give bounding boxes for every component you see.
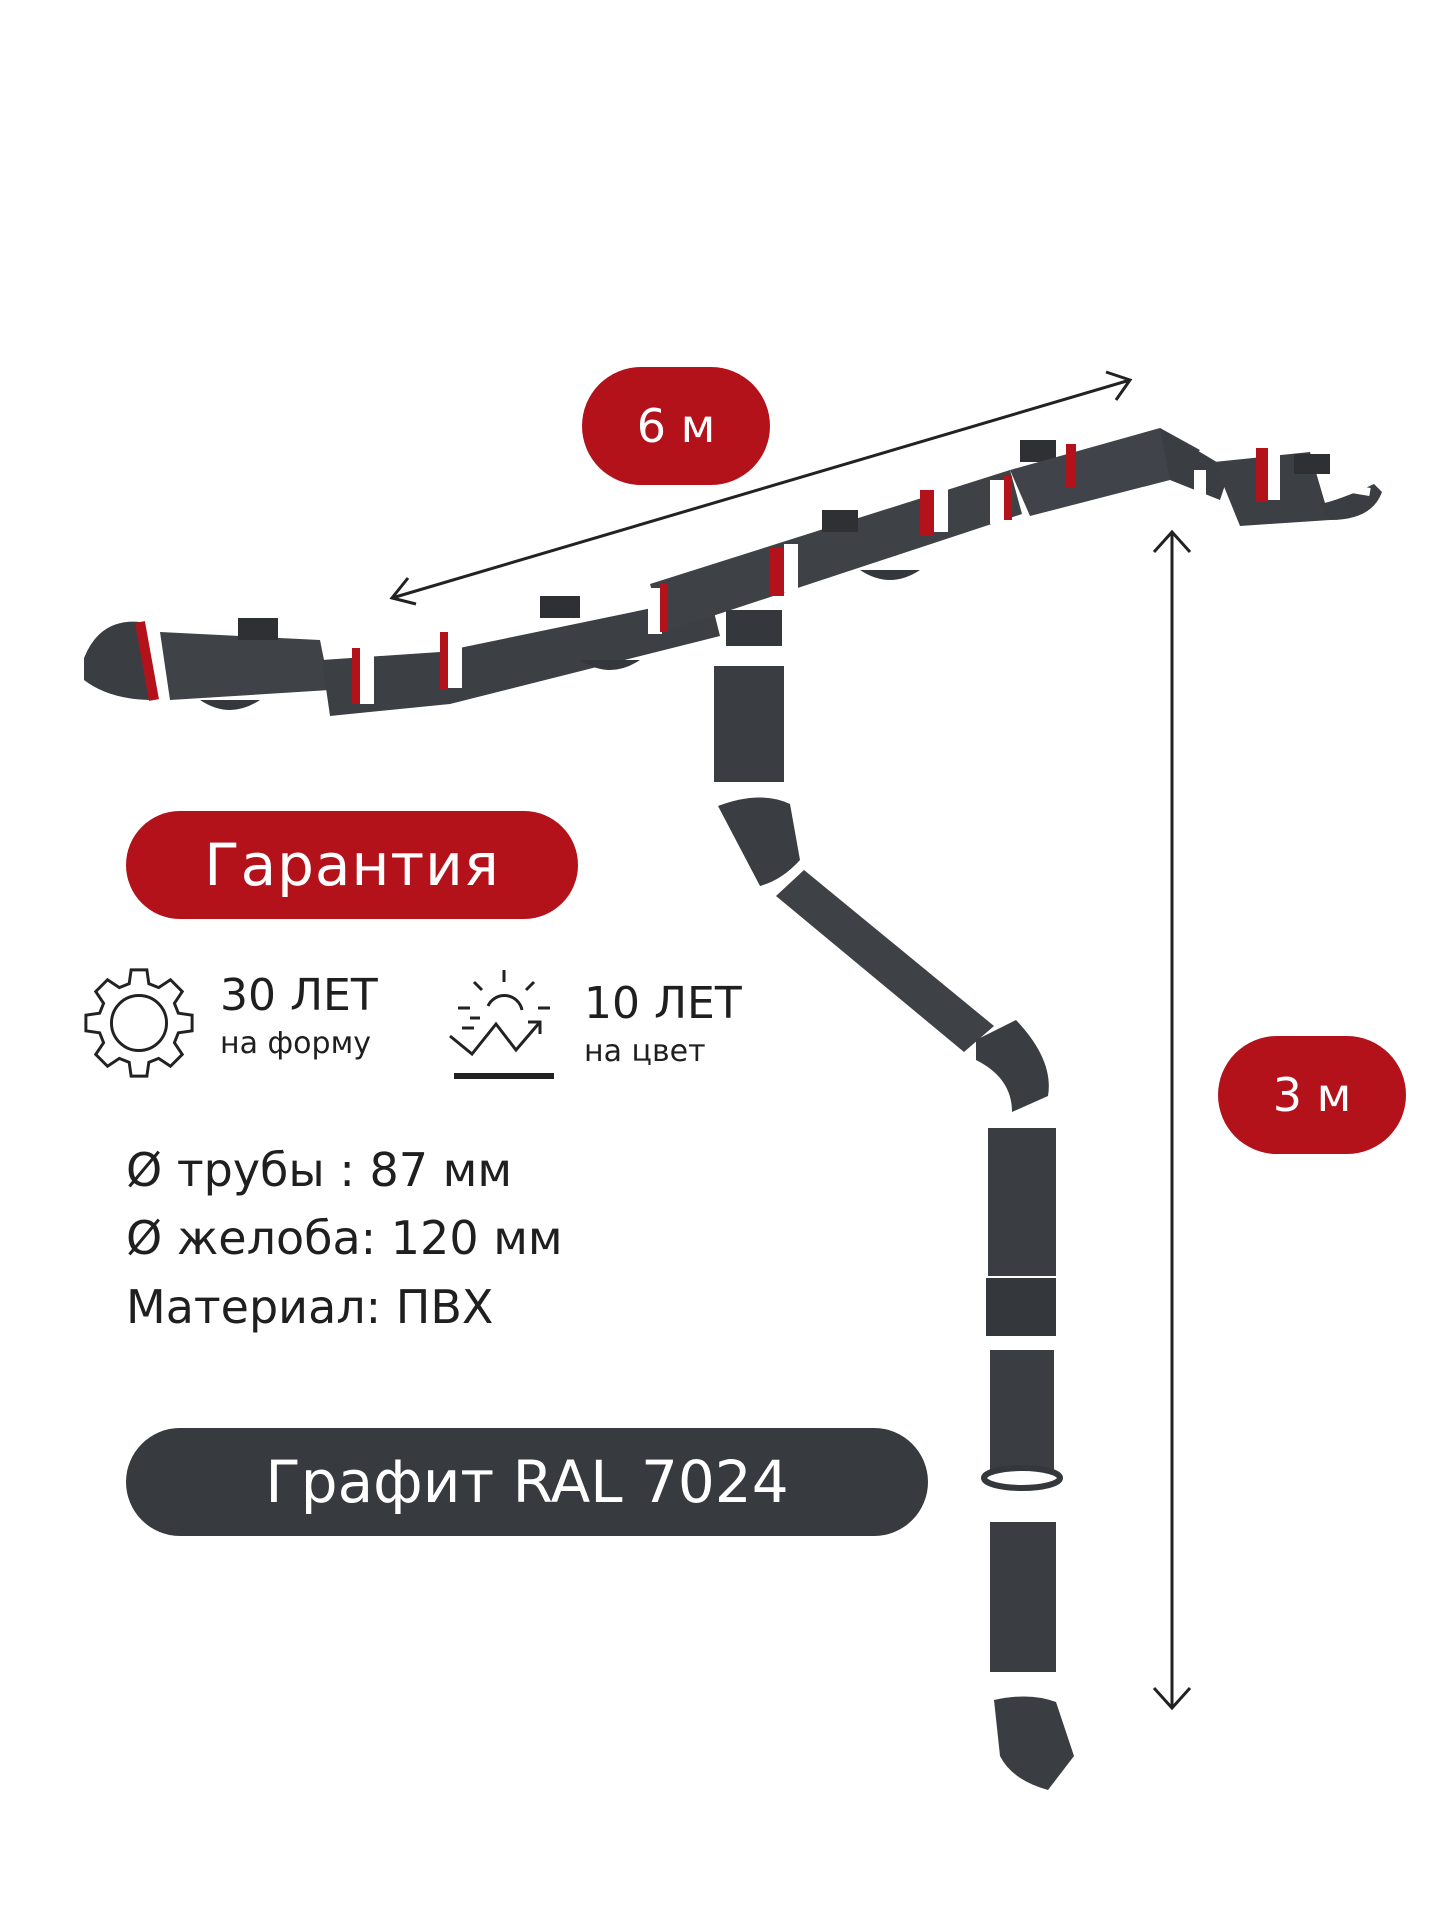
warranty-color: 10 ЛЕТ на цвет <box>584 980 742 1070</box>
length-arrow <box>389 370 1133 606</box>
warranty-title: Гарантия <box>204 831 500 899</box>
color-badge: Графит RAL 7024 <box>126 1428 928 1536</box>
height-badge: 3 м <box>1218 1036 1406 1154</box>
sun-icon <box>449 970 554 1079</box>
warranty-shape: 30 ЛЕТ на форму <box>220 972 378 1062</box>
warranty-shape-label: на форму <box>220 1026 371 1061</box>
height-label: 3 м <box>1272 1068 1352 1122</box>
warranty-color-label: на цвет <box>584 1034 706 1069</box>
gear-icon <box>84 968 194 1078</box>
length-label: 6 м <box>636 399 716 453</box>
spec-material: Материал: ПВХ <box>126 1280 494 1334</box>
length-badge: 6 м <box>582 367 770 485</box>
warranty-badge: Гарантия <box>126 811 578 919</box>
spec-pipe-diameter: Ø трубы : 87 мм <box>126 1143 513 1197</box>
gutter-assembly <box>84 428 1382 716</box>
height-arrow <box>1152 529 1192 1711</box>
downpipe-assembly <box>714 666 1074 1790</box>
color-name: Графит RAL 7024 <box>265 1448 789 1516</box>
warranty-shape-years: 30 ЛЕТ <box>220 970 378 1021</box>
warranty-color-years: 10 ЛЕТ <box>584 978 742 1029</box>
spec-gutter-diameter: Ø желоба: 120 мм <box>126 1211 563 1265</box>
